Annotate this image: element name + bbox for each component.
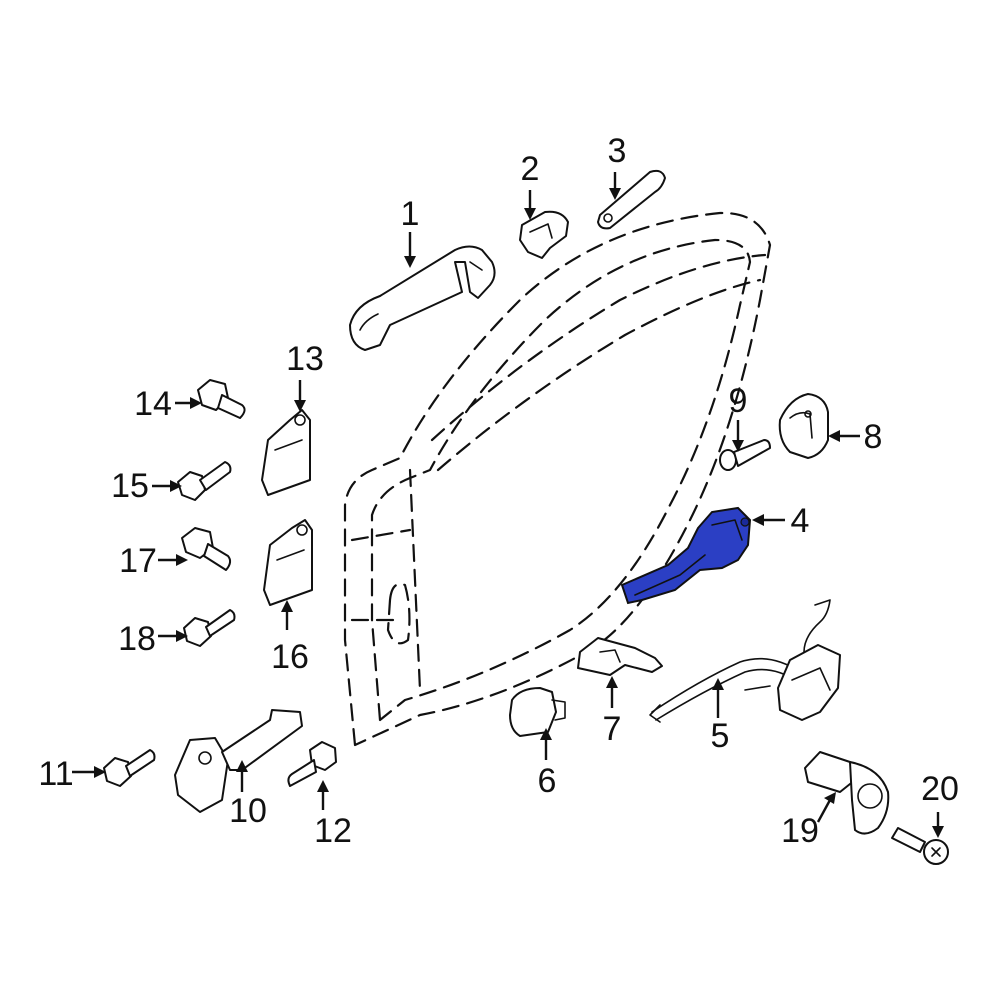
callout-16: 16 (271, 638, 309, 676)
courtesy-switch-part (804, 751, 890, 835)
callout-1: 1 (401, 195, 420, 233)
callout-11: 11 (38, 755, 73, 793)
callout-9: 9 (729, 382, 748, 420)
handle-bezel-part (509, 687, 566, 737)
outside-handle-part (349, 245, 496, 351)
callout-labels: 1 2 3 4 5 6 7 8 9 10 11 12 13 14 15 16 1… (38, 132, 959, 850)
callout-2: 2 (521, 150, 540, 188)
striker-part (778, 393, 829, 459)
door-lock-actuator-part (649, 599, 841, 723)
lower-hinge-part (263, 519, 313, 606)
callout-8: 8 (864, 418, 883, 456)
callout-10: 10 (229, 792, 267, 830)
bolt-part-18 (183, 609, 236, 647)
bolt-part-15 (177, 461, 232, 501)
handle-cover-part (519, 210, 569, 259)
callout-arrows (72, 172, 944, 838)
screw-part (891, 827, 949, 865)
callout-3: 3 (608, 132, 627, 170)
inside-handle-part (620, 506, 752, 605)
striker-bolt-part (719, 439, 771, 471)
door-check-part (174, 709, 303, 813)
callout-17: 17 (119, 542, 157, 580)
callout-19: 19 (781, 812, 819, 850)
callout-20: 20 (921, 770, 959, 808)
callout-6: 6 (538, 762, 557, 800)
upper-hinge-part (261, 409, 311, 496)
callout-12: 12 (314, 812, 352, 850)
callout-7: 7 (603, 710, 622, 748)
callout-4: 4 (791, 502, 810, 540)
callout-5: 5 (711, 717, 730, 755)
callout-14: 14 (134, 385, 172, 423)
handle-bracket-part (577, 637, 663, 676)
handle-gasket-part (597, 169, 666, 230)
callout-13: 13 (286, 340, 324, 378)
bolt-part-17 (181, 527, 232, 571)
bolt-part-12 (287, 741, 337, 787)
bolt-part-14 (197, 379, 246, 419)
bolt-part-11 (103, 749, 156, 787)
callout-18: 18 (118, 620, 156, 658)
callout-15: 15 (111, 467, 149, 505)
